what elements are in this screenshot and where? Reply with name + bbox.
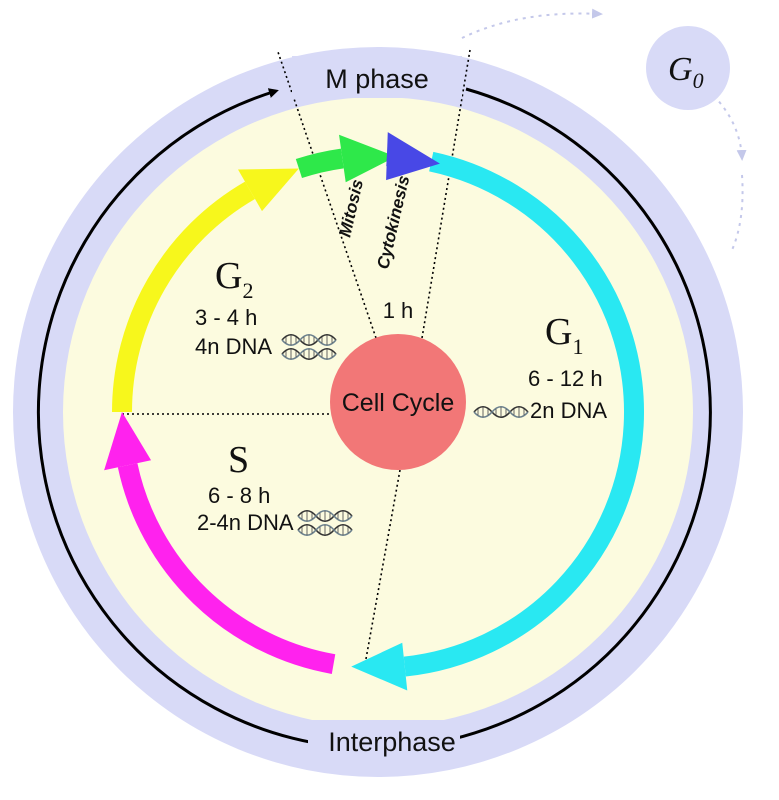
mitosis-arrow-head [339, 134, 396, 183]
g0-label: G0 [668, 51, 704, 93]
interphase-label: Interphase [328, 727, 456, 757]
g1-duration: 6 - 12 h [528, 366, 603, 391]
m-wedge-left-line [277, 51, 377, 339]
m-phase-label-bg [292, 56, 462, 98]
s-g1-divider [363, 469, 401, 671]
g2-arrow-body [112, 181, 256, 413]
s-arrow-body [117, 463, 336, 674]
mitosis-arrow-body [295, 148, 344, 179]
g1-dna: 2n DNA [530, 398, 607, 423]
g1-phase-label: G1 [545, 311, 583, 359]
g2-dna: 4n DNA [195, 334, 272, 359]
m-wedge-right-line [421, 49, 471, 339]
g1-arrow-body [403, 151, 644, 677]
center-label: Cell Cycle [342, 389, 455, 417]
s-dna: 2-4n DNA [197, 510, 294, 535]
g0-return-tail [731, 174, 744, 251]
m-phase-label: M phase [325, 64, 429, 94]
cytokinesis-arrow-head [386, 132, 440, 181]
s-arrow-head [104, 412, 152, 471]
g1-arrow-head [351, 642, 408, 691]
g2-duration: 3 - 4 h [195, 305, 257, 330]
center-circle [330, 334, 466, 470]
s-duration: 6 - 8 h [208, 483, 270, 508]
g0-bubble [646, 26, 730, 110]
g2-arrow-head [238, 168, 299, 212]
m-duration: 1 h [383, 298, 414, 323]
g2-phase-label: G2 [215, 255, 253, 303]
g0-return-path [707, 89, 747, 161]
interphase-label-bg [308, 720, 460, 760]
s-phase-label: S [228, 439, 249, 481]
g0-dotted-path [461, 8, 603, 39]
